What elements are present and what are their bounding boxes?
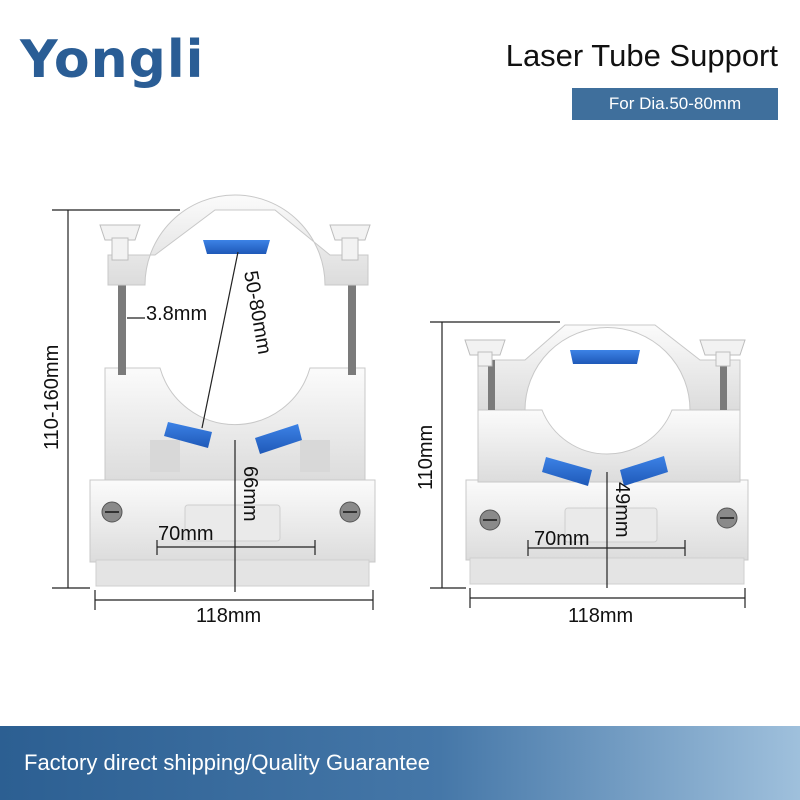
left-base-width-label: 70mm (158, 523, 214, 545)
wing-nut-icon (99, 224, 141, 261)
wing-nut-icon (699, 339, 746, 367)
screw-icon (339, 501, 361, 523)
right-dimensions (430, 321, 746, 608)
screw-icon (716, 507, 738, 529)
screw-icon (479, 509, 501, 531)
page-title: Laser Tube Support (505, 38, 778, 73)
left-bracket (89, 194, 376, 587)
left-base-height-label: 66mm (239, 466, 261, 522)
wing-nut-icon (329, 224, 371, 261)
left-width-label: 118mm (196, 605, 261, 627)
screw-icon (101, 501, 123, 523)
left-height-label: 110-160mm (41, 345, 63, 450)
footer-text: Factory direct shipping/Quality Guarante… (24, 750, 430, 775)
right-base-height-label: 49mm (611, 482, 633, 538)
tube-diameter-label: 50-80mm (239, 269, 275, 356)
right-height-label: 110mm (415, 425, 437, 490)
rod-diameter-label: 3.8mm (146, 303, 207, 325)
diameter-badge: For Dia.50-80mm (572, 88, 778, 120)
brand-logo: Yongli (20, 30, 205, 90)
right-base-width-label: 70mm (534, 528, 590, 550)
left-dimensions (52, 209, 374, 610)
footer-banner: Factory direct shipping/Quality Guarante… (0, 726, 800, 800)
wing-nut-icon (464, 339, 506, 367)
right-width-label: 118mm (568, 605, 633, 627)
